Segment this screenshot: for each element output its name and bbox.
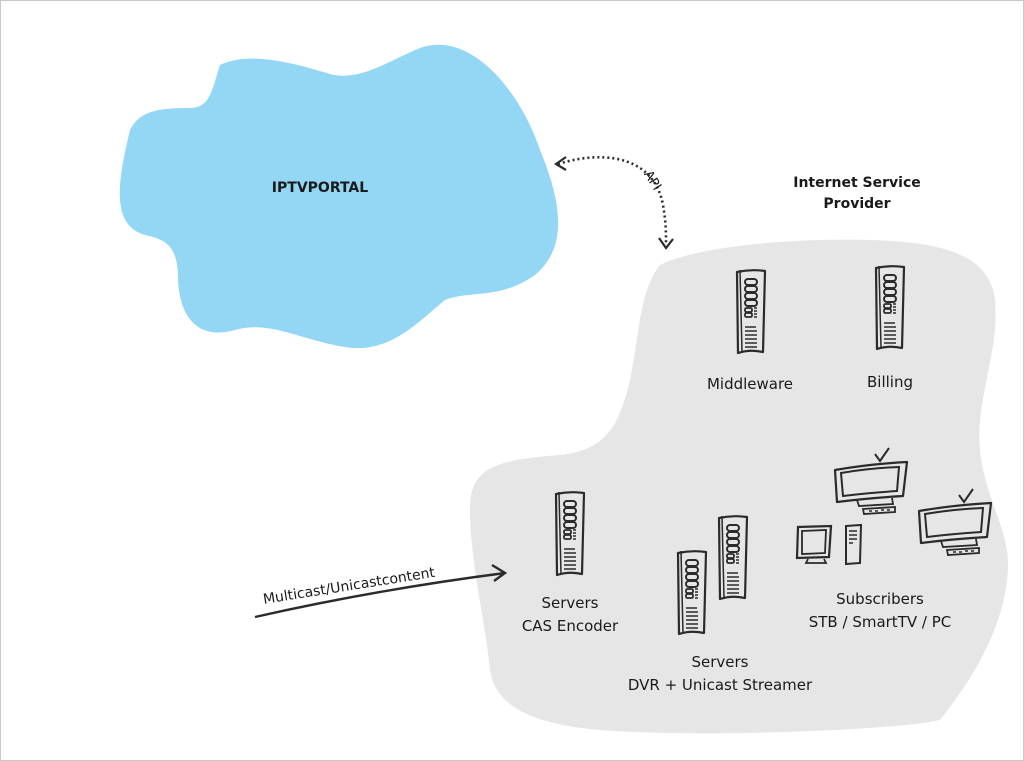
api-arrowhead-isp: [658, 237, 674, 250]
api-connector: [557, 156, 668, 246]
dvr-streamer-line1: Servers: [691, 653, 749, 671]
content-input-arrow: [254, 571, 506, 619]
api-arrowhead-portal: [553, 156, 567, 171]
isp-title: Internet Service Provider: [762, 173, 952, 215]
dvr-streamer-label: Servers DVR + Unicast Streamer: [610, 651, 830, 697]
middleware-label: Middleware: [706, 375, 794, 393]
pc-icon: [795, 523, 863, 566]
isp-region: [470, 239, 1009, 734]
cas-encoder-line1: Servers: [541, 594, 599, 612]
iptvportal-cloud: [119, 44, 559, 349]
isp-title-line1: Internet Service: [793, 175, 921, 191]
iptvportal-label: IPTVPORTAL: [271, 180, 369, 196]
billing-label: Billing: [867, 373, 913, 391]
dvr-streamer-line2: DVR + Unicast Streamer: [627, 676, 813, 694]
content-input-arrowhead: [491, 563, 508, 582]
subscribers-line2: STB / SmartTV / PC: [808, 613, 952, 631]
cas-encoder-label: Servers CAS Encoder: [500, 592, 640, 638]
isp-title-line2: Provider: [823, 196, 891, 212]
subscribers-label: Subscribers STB / SmartTV / PC: [780, 588, 980, 634]
subscribers-line1: Subscribers: [836, 590, 924, 608]
cas-encoder-line2: CAS Encoder: [521, 617, 619, 635]
